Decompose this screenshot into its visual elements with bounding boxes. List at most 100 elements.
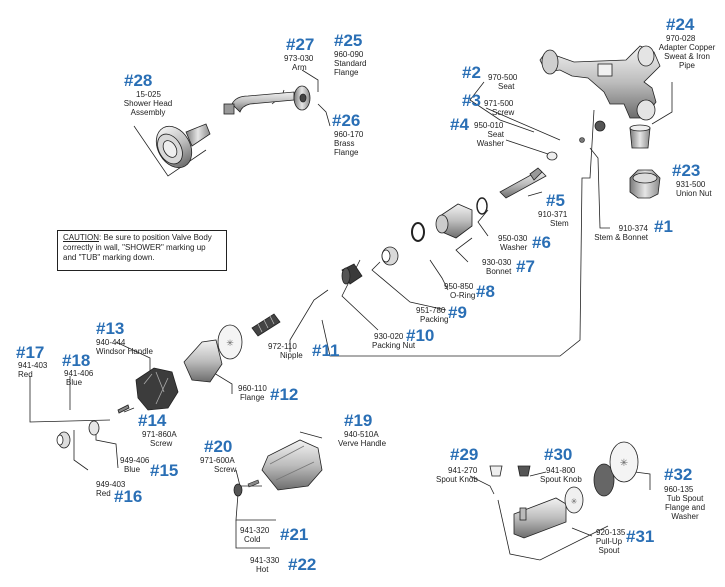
part-code: 910-374: [618, 224, 648, 233]
part-name: Union Nut: [676, 189, 712, 198]
part-name: O-Ring: [450, 291, 476, 300]
part-name: Bonnet: [486, 267, 512, 276]
part-name: Red: [96, 489, 111, 498]
part-number: #10: [406, 326, 435, 345]
part-number: #7: [516, 257, 535, 276]
part-code: 941-403: [18, 361, 48, 370]
part-code: 941-406: [64, 369, 94, 378]
part-number: #18: [62, 351, 91, 370]
part-number: #26: [332, 111, 361, 130]
shower-arm: [223, 91, 295, 115]
part-code: 949-403: [96, 480, 126, 489]
handle-flange: ✳: [183, 324, 243, 383]
part-number: #6: [532, 233, 551, 252]
pull-up-spout: ✳: [513, 486, 584, 539]
part-name: Tub Spout Flange and Washer: [664, 494, 706, 521]
part-number: #13: [96, 319, 125, 338]
part-code: 973-030: [284, 54, 314, 63]
copper-adapter: [629, 124, 651, 149]
shower-flange: [293, 85, 311, 111]
part-name: Spout Knob: [436, 475, 478, 484]
valve-body: [539, 45, 661, 121]
part-name: Nipple: [280, 351, 303, 360]
part-number: #22: [288, 555, 317, 574]
packing-nut: [341, 263, 363, 285]
part-number: #23: [672, 161, 701, 180]
part-number: #14: [138, 411, 167, 430]
seat: [594, 120, 606, 132]
part-code: 930-020: [374, 332, 404, 341]
part-number: #24: [666, 15, 695, 34]
index-button-small: [88, 420, 100, 436]
part-code: 960-110: [238, 384, 267, 393]
shower-head-assembly: [155, 123, 211, 169]
part-code: 960-135: [664, 485, 694, 494]
part-code: 941-320: [240, 526, 270, 535]
part-name: Blue: [66, 378, 83, 387]
part-code: 941-330: [250, 556, 280, 565]
part-number: #8: [476, 282, 495, 301]
part-code: 920-135: [596, 528, 626, 537]
part-number: #31: [626, 527, 655, 546]
verve-index-button: [233, 483, 243, 497]
part-code: 910-371: [538, 210, 568, 219]
spout-knob-a: [489, 465, 503, 477]
seat-screw: [579, 137, 585, 143]
part-code: 950-010: [474, 121, 504, 130]
part-code: 971-500: [484, 99, 514, 108]
part-name: Standard Flange: [334, 59, 367, 77]
part-code: 951-780: [416, 306, 446, 315]
part-number: #20: [204, 437, 233, 456]
part-name: Stem & Bonnet: [594, 233, 648, 242]
part-name: Red: [18, 370, 33, 379]
part-code: 970-028: [666, 34, 696, 43]
verve-handle: [261, 439, 323, 491]
part-name: Screw: [214, 465, 237, 474]
part-code: 15-025: [136, 90, 161, 99]
part-code: 970-500: [488, 73, 518, 82]
windsor-handle: [135, 367, 179, 411]
part-name: Hot: [256, 565, 269, 574]
part-number: #3: [462, 91, 481, 110]
part-name: Seat: [498, 82, 515, 91]
part-name: Screw: [492, 108, 515, 117]
part-name: Windsor Handle: [96, 347, 153, 356]
tub-spout-flange: ✳: [593, 441, 639, 497]
packing: [381, 246, 399, 266]
part-name: Packing Nut: [372, 341, 416, 350]
bonnet-washer: [476, 197, 488, 215]
part-name: Screw: [150, 439, 173, 448]
part-code: 971-860A: [142, 430, 177, 439]
part-code: 949-406: [120, 456, 150, 465]
part-name: Washer: [500, 243, 528, 252]
part-number: #27: [286, 35, 315, 54]
part-code: 940-444: [96, 338, 126, 347]
part-name: Adapter Copper Sweat & Iron Pipe: [658, 43, 716, 70]
part-number: #2: [462, 63, 481, 82]
part-number: #5: [546, 191, 565, 210]
o-ring: [411, 222, 425, 242]
part-name: Blue: [124, 465, 141, 474]
part-number: #16: [114, 487, 143, 506]
svg-text:✳: ✳: [571, 497, 578, 506]
part-name: Cold: [244, 535, 261, 544]
part-number: #4: [450, 115, 469, 134]
part-code: 950-850: [444, 282, 474, 291]
part-number: #9: [448, 303, 467, 322]
part-code: 960-170: [334, 130, 364, 139]
verve-screw: [247, 479, 260, 488]
seat-washer: [546, 151, 558, 161]
part-number: #30: [544, 445, 573, 464]
part-code: 972-110: [268, 342, 297, 351]
caution-text: : Be sure to position Valve Body correct…: [63, 233, 212, 262]
stem: [499, 167, 547, 199]
part-name: Verve Handle: [338, 439, 387, 448]
part-name: Arm: [292, 63, 307, 72]
part-name: Stem: [550, 219, 569, 228]
part-number: #11: [312, 341, 340, 360]
svg-text:✳: ✳: [226, 338, 234, 348]
caution-note: CAUTION: Be sure to position Valve Body …: [57, 230, 227, 271]
part-code: 971-600A: [200, 456, 235, 465]
part-code: 950-030: [498, 234, 528, 243]
